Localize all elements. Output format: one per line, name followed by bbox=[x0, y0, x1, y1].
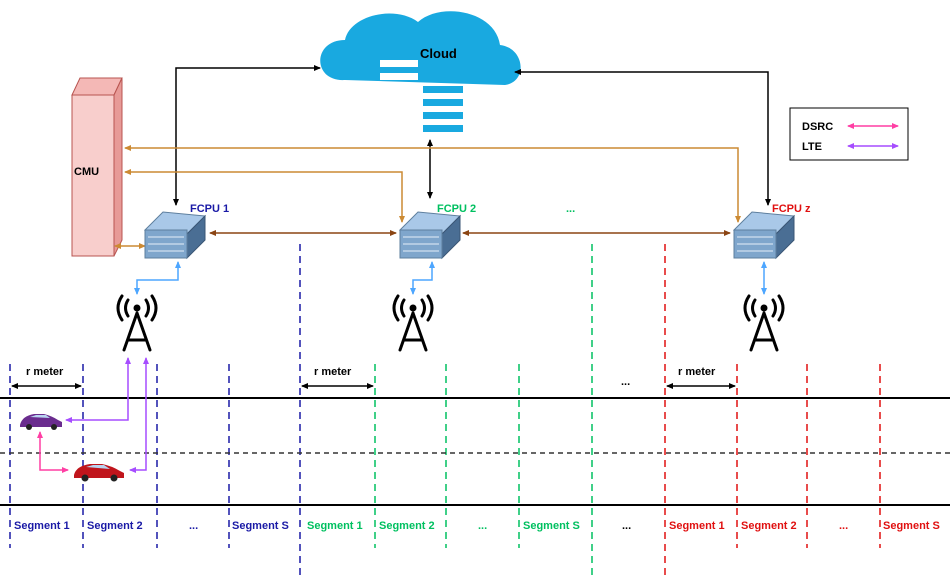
fcpu-1-label: FCPU 1 bbox=[190, 203, 229, 215]
segment-label: Segment 1 bbox=[307, 520, 363, 532]
tower-2-icon bbox=[392, 294, 434, 352]
cmu-label: CMU bbox=[74, 166, 99, 178]
r-meter-label-1: r meter bbox=[26, 366, 64, 378]
car-purple-icon bbox=[20, 414, 62, 430]
road bbox=[0, 397, 950, 506]
fcpu-ellipsis: ... bbox=[566, 203, 575, 215]
r-meter-label-3: r meter bbox=[678, 366, 716, 378]
tower-1-icon bbox=[116, 294, 158, 352]
cloud-icon bbox=[320, 11, 521, 132]
cloud-fcpuz-link bbox=[514, 69, 771, 206]
cloud-links bbox=[173, 65, 771, 206]
segment-label: Segment 2 bbox=[741, 520, 797, 532]
segment-label: Segment 1 bbox=[14, 520, 70, 532]
legend bbox=[789, 107, 909, 161]
segment-label: Segment S bbox=[523, 520, 580, 532]
fcpu-2-label: FCPU 2 bbox=[437, 203, 476, 215]
r-meter-label-2: r meter bbox=[314, 366, 352, 378]
lte-link-red-car bbox=[129, 357, 149, 473]
between-groups-ellipsis: ... bbox=[622, 520, 631, 532]
fcpu-1-server-icon bbox=[143, 211, 207, 260]
car-red-icon bbox=[74, 464, 124, 482]
vehicle-links bbox=[37, 357, 149, 473]
segment-boundaries bbox=[9, 244, 881, 580]
cmu-fcpuz-link bbox=[124, 145, 741, 223]
tower-z-icon bbox=[743, 294, 785, 352]
cloud-fcpu1-link bbox=[173, 65, 321, 206]
fcpu-z-server-icon bbox=[732, 211, 796, 260]
segment-label: ... bbox=[189, 520, 198, 532]
cmu-links bbox=[114, 145, 741, 249]
tower-links bbox=[134, 261, 767, 295]
dsrc-link bbox=[37, 431, 69, 473]
segment-label: Segment 1 bbox=[669, 520, 725, 532]
fcpu-z-label: FCPU z bbox=[772, 203, 811, 215]
cloud-label: Cloud bbox=[420, 46, 457, 61]
cmu-fcpu2-link bbox=[124, 169, 405, 223]
fcpu-2-server-icon bbox=[398, 211, 462, 260]
segment-label: Segment 2 bbox=[87, 520, 143, 532]
cmu-box bbox=[71, 77, 123, 257]
segment-label: ... bbox=[839, 520, 848, 532]
segment-label: Segment 2 bbox=[379, 520, 435, 532]
legend-lte-label: LTE bbox=[802, 141, 822, 153]
segment-label: ... bbox=[478, 520, 487, 532]
legend-dsrc-label: DSRC bbox=[802, 121, 833, 133]
lte-link-purple-car bbox=[65, 357, 131, 423]
segment-label: Segment S bbox=[232, 520, 289, 532]
segment-label: Segment S bbox=[883, 520, 940, 532]
mid-ellipsis: ... bbox=[621, 376, 630, 388]
